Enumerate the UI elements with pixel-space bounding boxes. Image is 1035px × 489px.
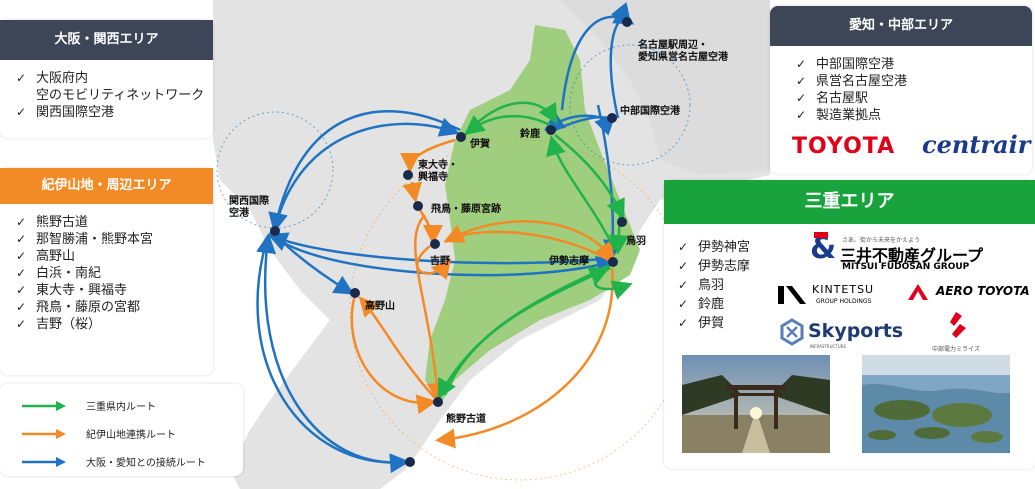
mie-item: 伊賀 [676, 314, 750, 333]
mitsui-tagline: さあ、街から未来をかえよう [842, 237, 921, 244]
aichi-item: 製造業拠点 [794, 107, 1032, 124]
aero-toyota-logo-icon [908, 284, 928, 300]
mie-item: 鳥羽 [676, 276, 750, 295]
aichi-item: 中部国際空港 [794, 56, 1032, 73]
osaka-kansai-panel: 大阪・関西エリア 大阪府内 空のモビリティネットワーク 関西国際空港 [0, 20, 213, 138]
aichi-list: 中部国際空港 県営名古屋空港 名古屋駅 製造業拠点 [794, 56, 1032, 124]
skyports-name: Skyports [808, 320, 904, 342]
centrair-logo: centrair [922, 130, 1031, 159]
mitsui-en: MITSUI FUDOSAN GROUP [842, 262, 970, 272]
legend-label: 大阪・愛知との接続ルート [86, 458, 206, 469]
kii-item: 白浜・南紀 [14, 265, 213, 282]
ise-shima-bay-photo [862, 355, 1010, 453]
aichi-item: 名古屋駅 [794, 90, 1032, 107]
osaka-item: 関西国際空港 [14, 104, 213, 121]
kii-mountains-panel: 紀伊山地・周辺エリア 熊野古道 那智勝浦・熊野本宮 高野山 白浜・南紀 東大寺・… [0, 168, 213, 375]
skyports-sub: INFRASTRUCTURE [810, 344, 846, 349]
chubu-mirais-logo-icon [950, 312, 966, 338]
aichi-item: 県営名古屋空港 [794, 73, 1032, 90]
label-koyasan: 高野山 [365, 301, 395, 312]
kii-panel-title: 紀伊山地・周辺エリア [0, 168, 213, 204]
label-asuka: 飛鳥・藤原宮跡 [431, 204, 501, 215]
legend-item-kii: 紀伊山地連携ルート [22, 426, 176, 441]
legend-label: 紀伊山地連携ルート [86, 430, 176, 441]
kii-item: 飛鳥・藤原の宮都 [14, 299, 213, 316]
mie-item: 伊勢志摩 [676, 257, 750, 276]
label-toba: 鳥羽 [626, 236, 646, 247]
orange-arrow-icon [22, 428, 66, 439]
kii-item: 熊野古道 [14, 214, 213, 231]
label-suzuka: 鈴鹿 [520, 129, 540, 140]
legend-item-mie: 三重県内ルート [22, 398, 156, 413]
label-yoshino: 吉野 [430, 256, 450, 267]
mie-panel: 三重エリア 伊勢神宮 伊勢志摩 鳥羽 鈴鹿 伊賀 & さあ、街から未来をかえよう… [664, 180, 1035, 469]
kii-item: 吉野（桜） [14, 316, 213, 333]
blue-arrow-icon [22, 456, 66, 467]
legend-label: 三重県内ルート [86, 402, 156, 413]
kii-item: 東大寺・興福寺 [14, 282, 213, 299]
kii-item: 那智勝浦・熊野本宮 [14, 231, 213, 248]
label-iseshima: 伊勢志摩 [549, 256, 589, 267]
ise-shrine-photo [682, 355, 830, 453]
label-kansai: 関西国際 空港 [229, 196, 269, 219]
mie-panel-title: 三重エリア [664, 180, 1035, 224]
label-chubu-airport: 中部国際空港 [620, 106, 680, 117]
osaka-panel-title: 大阪・関西エリア [0, 20, 213, 60]
kintetsu-sub: GROUP HOLDINGS [816, 298, 872, 305]
aichi-panel-title: 愛知・中部エリア [770, 6, 1032, 46]
toyota-logo: TOYOTA [792, 134, 896, 159]
osaka-list: 大阪府内 空のモビリティネットワーク 関西国際空港 [14, 70, 213, 121]
mie-item: 伊勢神宮 [676, 238, 750, 257]
kintetsu-logo-icon [778, 286, 806, 304]
kintetsu-name: KINTETSU [812, 283, 875, 296]
label-kumano: 熊野古道 [446, 414, 486, 425]
mie-list: 伊勢神宮 伊勢志摩 鳥羽 鈴鹿 伊賀 [676, 238, 750, 333]
kii-list: 熊野古道 那智勝浦・熊野本宮 高野山 白浜・南紀 東大寺・興福寺 飛鳥・藤原の宮… [14, 214, 213, 333]
legend-item-connect: 大阪・愛知との接続ルート [22, 454, 206, 469]
mitsui-name: 三井不動産グループ [840, 246, 984, 265]
label-nagoya: 名古屋駅周辺・ 愛知県営名古屋空港 [638, 40, 728, 63]
mie-item: 鈴鹿 [676, 295, 750, 314]
green-arrow-icon [22, 400, 66, 411]
route-legend: 三重県内ルート 紀伊山地連携ルート 大阪・愛知との接続ルート [0, 384, 243, 476]
mitsui-logo-icon: & [810, 232, 836, 262]
aero-toyota-name: AERO TOYOTA [936, 284, 1030, 298]
chubu-mirais-name: 中部電力ミライズ [932, 346, 980, 353]
kii-item: 高野山 [14, 248, 213, 265]
osaka-item: 大阪府内 空のモビリティネットワーク [14, 70, 213, 104]
aichi-chubu-panel: 愛知・中部エリア 中部国際空港 県営名古屋空港 名古屋駅 製造業拠点 TOYOT… [770, 6, 1032, 174]
label-todaiji: 東大寺・ 興福寺 [418, 160, 458, 183]
skyports-logo-icon [780, 318, 804, 346]
label-iga: 伊賀 [470, 139, 490, 150]
